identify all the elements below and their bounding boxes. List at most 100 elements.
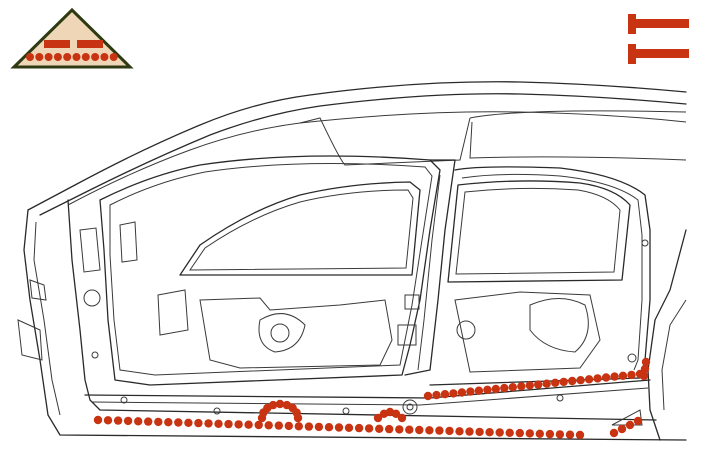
weld-dot xyxy=(113,416,123,425)
weld-dot xyxy=(640,364,650,374)
weld-dot xyxy=(555,430,565,439)
weld-dot xyxy=(284,421,293,431)
triangle-weld-badge-icon xyxy=(10,7,134,69)
weld-dot xyxy=(625,420,635,430)
weld-dot xyxy=(568,376,577,386)
weld-dot xyxy=(641,357,651,367)
rear-corner-seam xyxy=(609,416,643,438)
badge-dot xyxy=(109,53,118,61)
weld-dot xyxy=(294,422,303,431)
weld-dot xyxy=(93,415,103,425)
weld-dot xyxy=(375,424,384,433)
weld-dot xyxy=(354,423,364,433)
weld-dot xyxy=(214,419,223,428)
weld-dot xyxy=(525,381,534,390)
weld-dot xyxy=(364,424,374,433)
weld-dot xyxy=(293,413,303,423)
weld-dot xyxy=(609,428,619,438)
weld-dot xyxy=(565,430,575,439)
loop-seam xyxy=(257,399,303,423)
weld-dot xyxy=(457,388,467,397)
weld-seams xyxy=(93,357,651,440)
weld-dot xyxy=(234,420,243,429)
weld-dot xyxy=(244,420,253,429)
weld-dot xyxy=(618,371,628,380)
front-end-seam xyxy=(639,357,651,381)
weld-dot xyxy=(395,425,404,434)
weld-dot xyxy=(559,377,568,387)
badge-dot xyxy=(91,53,100,61)
badge-dot xyxy=(44,53,53,61)
weld-dot xyxy=(575,430,585,440)
weld-dot xyxy=(415,425,424,435)
weld-dot xyxy=(254,420,263,430)
weld-dot xyxy=(268,400,278,410)
weld-dot xyxy=(500,383,509,393)
weld-dot xyxy=(324,423,334,432)
weld-dot xyxy=(103,416,113,425)
weld-dot xyxy=(551,378,560,387)
weld-dot xyxy=(545,429,555,439)
weld-dot xyxy=(304,422,314,431)
weld-dot xyxy=(344,423,354,432)
weld-dot xyxy=(144,417,153,426)
weld-dot xyxy=(517,382,526,391)
weld-dot xyxy=(425,426,434,435)
weld-dot xyxy=(542,379,551,388)
badge-dot xyxy=(100,53,109,61)
weld-dot xyxy=(123,416,133,426)
weld-dot xyxy=(334,423,344,432)
weld-dot xyxy=(465,427,474,436)
weld-dot xyxy=(639,371,649,381)
weld-dot xyxy=(535,429,544,438)
weld-dot xyxy=(515,428,524,438)
weld-dot xyxy=(397,413,407,423)
weld-dot xyxy=(373,413,383,423)
weld-dot xyxy=(491,384,500,394)
weld-dot xyxy=(445,426,454,436)
double-bar-tool-icon xyxy=(628,14,689,64)
badge-dot xyxy=(35,53,44,61)
weld-dot xyxy=(174,418,183,427)
weld-dot xyxy=(154,417,163,427)
badge-dot xyxy=(72,53,81,61)
body-outline xyxy=(17,81,687,441)
weld-dot xyxy=(405,425,414,434)
weld-dot xyxy=(534,380,543,389)
sill-upper-seam xyxy=(423,369,645,401)
sill-lower-seam xyxy=(93,415,585,440)
weld-dot xyxy=(391,409,401,418)
small-cluster-seam xyxy=(373,407,407,423)
weld-dot xyxy=(385,424,394,434)
weld-dot xyxy=(483,385,492,394)
weld-dot xyxy=(314,422,324,432)
weld-dot xyxy=(449,389,458,398)
weld-dot xyxy=(505,428,514,437)
weld-dot xyxy=(435,426,444,435)
weld-dot xyxy=(204,419,213,428)
weld-dot xyxy=(617,424,627,434)
weld-dot xyxy=(485,428,494,437)
badge-dot xyxy=(53,53,62,61)
weld-dot xyxy=(474,386,484,395)
weld-dot xyxy=(525,429,534,438)
weld-dot xyxy=(475,427,484,437)
weld-dot xyxy=(224,419,233,429)
weld-dot xyxy=(584,375,594,384)
weld-dot xyxy=(275,399,285,409)
weld-dot xyxy=(576,376,585,385)
weld-dot xyxy=(423,391,433,401)
weld-dot xyxy=(184,418,193,427)
weld-dot xyxy=(633,416,643,426)
weld-dot xyxy=(455,427,464,436)
weld-dot xyxy=(274,421,283,430)
weld-dot xyxy=(194,418,203,428)
weld-dot xyxy=(164,418,173,427)
weld-dot xyxy=(264,421,273,430)
weld-dot xyxy=(495,428,504,437)
weld-dot xyxy=(440,390,450,399)
weld-dot xyxy=(593,374,602,383)
weld-dot xyxy=(508,383,517,392)
weld-dot xyxy=(466,387,475,396)
weld-dot xyxy=(627,370,636,380)
